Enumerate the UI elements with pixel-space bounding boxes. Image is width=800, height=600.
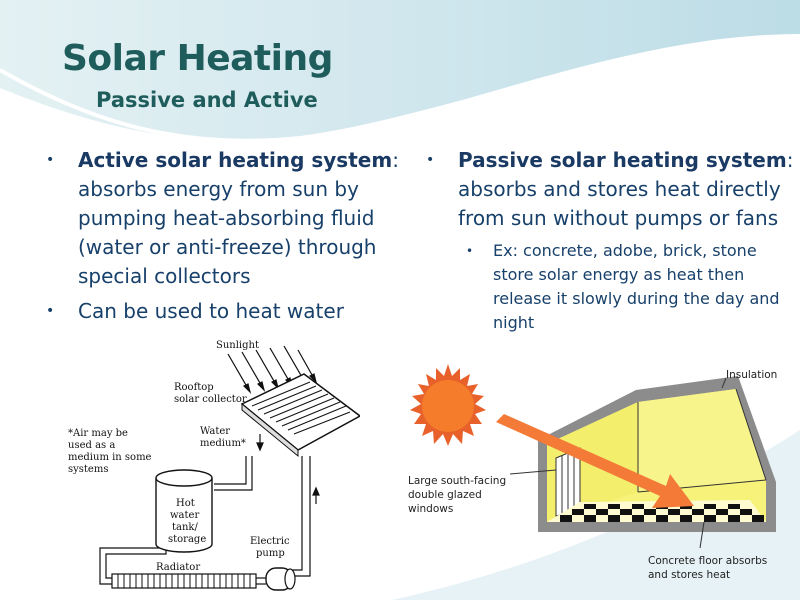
sub-bullet-examples: • Ex: concrete, adobe, brick, stone stor… (424, 239, 794, 335)
floor-label-2: and stores heat (648, 569, 730, 581)
rooftop-label: Rooftop (174, 382, 214, 393)
windows-label-1: Large south-facing (408, 475, 506, 487)
bullet-text: absorbs energy from sun by pumping heat-… (78, 177, 377, 288)
concrete-floor-icon (547, 500, 766, 522)
radiator-icon (111, 573, 257, 589)
floor-label-1: Concrete floor absorbs (648, 555, 767, 567)
bullet-heading: Passive solar heating system (458, 148, 787, 172)
insulation-label: Insulation (726, 369, 777, 381)
bullet-text: Can be used to heat water (78, 299, 344, 323)
air-note-line-1: *Air may be (68, 428, 128, 439)
bullet-active-definition: • Active solar heating system: absorbs e… (44, 146, 416, 291)
tank-label-2: water (170, 510, 199, 521)
bullet-dot-icon: • (426, 152, 435, 168)
water-medium-label-2: medium* (200, 438, 246, 449)
water-tank-icon (155, 469, 213, 553)
radiator-label: Radiator (156, 562, 200, 573)
air-note-line-2: used as a (68, 440, 115, 451)
air-note-line-3: medium in some (68, 452, 152, 463)
sunlight-label: Sunlight (216, 340, 259, 351)
slide-title: Solar Heating (62, 38, 333, 79)
solar-collector-icon (240, 373, 360, 458)
bullet-dot-icon: • (46, 303, 55, 319)
windows-label-3: windows (408, 503, 453, 515)
passive-column: • Passive solar heating system: absorbs … (424, 146, 794, 335)
piping-icon (99, 434, 320, 585)
active-column: • Active solar heating system: absorbs e… (44, 146, 416, 326)
bullet-colon: : (392, 148, 399, 172)
house-cutaway-icon (538, 376, 776, 532)
tank-label-1: Hot (176, 498, 195, 509)
sunlight-arrow-icon (496, 414, 694, 508)
active-solar-diagram: Sunlight Rooftop solar collector *Air ma… (68, 340, 360, 591)
bullet-heat-water: • Can be used to heat water (44, 297, 416, 326)
bullet-dot-icon: • (466, 244, 474, 258)
bullet-colon: : (786, 148, 794, 172)
tank-label-3: tank/ (172, 522, 198, 533)
bullet-text: absorbs and stores heat directly from su… (458, 177, 781, 230)
sub-bullet-text: Ex: concrete, adobe, brick, stone store … (493, 241, 780, 332)
water-medium-label: Water (200, 426, 230, 437)
passive-solar-diagram: Insulation Large south-facing double gla… (408, 364, 777, 581)
rooftop-label-2: solar collector (174, 394, 247, 405)
sun-icon (410, 364, 486, 446)
bullet-heading: Active solar heating system (78, 148, 393, 172)
windows-label-2: double glazed (408, 489, 482, 501)
pump-label-2: pump (256, 548, 285, 559)
slide-subtitle: Passive and Active (96, 88, 318, 112)
tank-label-4: storage (168, 534, 206, 545)
air-note-line-4: systems (68, 464, 108, 475)
pump-label-1: Electric (250, 536, 290, 547)
pump-icon (265, 567, 296, 591)
bullet-dot-icon: • (46, 152, 55, 168)
bullet-passive-definition: • Passive solar heating system: absorbs … (424, 146, 794, 233)
